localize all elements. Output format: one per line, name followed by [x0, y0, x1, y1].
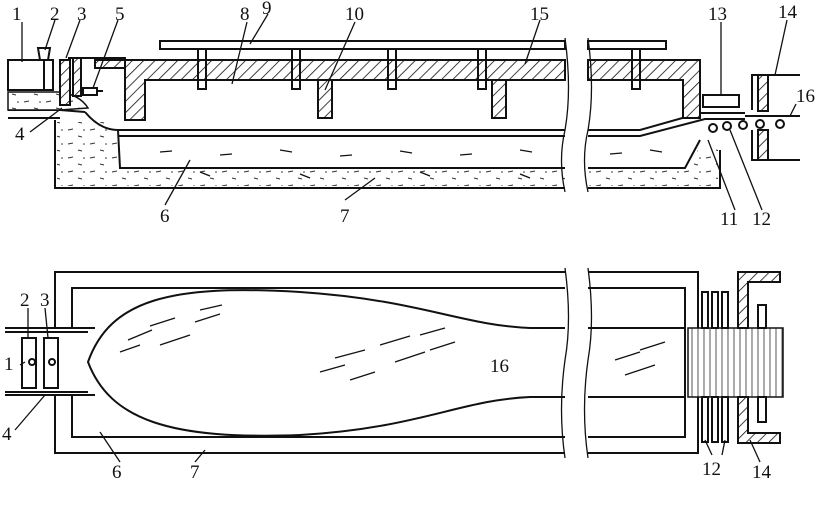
- heater-bracket: [68, 57, 126, 68]
- leader-lines-top: [21, 13, 797, 211]
- roof-right: [587, 59, 701, 119]
- bath-refractory: [57, 122, 565, 186]
- labels-top: 1 2 3 5 8 9 10 15 13 14 16 4 6 7 11 12: [12, 0, 815, 230]
- leader-lines-bottom: [14, 307, 761, 463]
- tin-texture: [159, 149, 663, 179]
- bath-refractory-right: [588, 145, 718, 186]
- label-16-bottom: 16: [490, 356, 509, 377]
- plan-view: [5, 267, 784, 463]
- plan-canal: [5, 327, 95, 396]
- roof-left: [94, 59, 566, 121]
- exit-seal: [702, 94, 740, 108]
- label-12-top: 12: [752, 209, 771, 230]
- heater-element: [82, 87, 98, 96]
- lehr-lower: [751, 130, 800, 161]
- label-14-bottom: 14: [752, 462, 772, 483]
- label-12-bottom: 12: [702, 459, 721, 480]
- label-1-bottom: 1: [4, 354, 14, 375]
- tin-bath-line: [84, 111, 701, 169]
- glass-ribbon-outline: [86, 289, 685, 437]
- exit-ribbon: [687, 327, 784, 398]
- tweel-gate: [59, 59, 71, 106]
- bath-outline-inner: [71, 287, 686, 438]
- label-3-bottom: 3: [40, 290, 50, 311]
- break-line-bottom: [560, 267, 593, 459]
- label-7-bottom: 7: [190, 462, 200, 483]
- label-15: 15: [530, 4, 549, 25]
- labels-bottom: 2 3 1 4 16 6 7 12 14: [2, 290, 772, 483]
- label-5: 5: [115, 4, 125, 25]
- lehr-wall-bottom: [757, 129, 769, 161]
- plan-block: [21, 337, 37, 389]
- glass-ribbon: [118, 112, 745, 131]
- label-8: 8: [240, 4, 250, 25]
- hangers: [197, 48, 641, 90]
- label-7-top: 7: [340, 206, 350, 227]
- label-6-top: 6: [160, 206, 170, 227]
- gate-post: [72, 57, 82, 97]
- label-6-bottom: 6: [112, 462, 122, 483]
- lehr-wall-top: [757, 74, 769, 112]
- plan-lehr-bottom: [737, 396, 781, 444]
- ribbon-texture: [119, 304, 666, 381]
- feed-canal: [7, 59, 54, 91]
- label-10: 10: [345, 4, 364, 25]
- support-beam-left: [159, 40, 566, 50]
- support-beam-right: [587, 40, 667, 50]
- lehr-upper: [751, 74, 800, 110]
- lehr-slot-bottom: [757, 396, 767, 423]
- baffle-2: [491, 79, 507, 119]
- tweel-control: [36, 47, 52, 90]
- label-16-top: 16: [796, 86, 815, 107]
- label-13: 13: [708, 4, 727, 25]
- label-1: 1: [12, 4, 22, 25]
- glass-ribbon-under: [118, 118, 745, 137]
- baffle-1: [317, 79, 333, 119]
- lift-rollers: [708, 119, 785, 133]
- label-2: 2: [50, 4, 60, 25]
- break-line-top: [560, 37, 593, 193]
- canal-lip: [8, 109, 86, 119]
- label-11: 11: [720, 209, 738, 230]
- section-view: [7, 13, 800, 211]
- plan-lehr-top: [737, 271, 781, 329]
- bath-bottom-outer: [54, 120, 721, 189]
- label-4-bottom: 4: [2, 424, 12, 445]
- label-9: 9: [262, 0, 272, 19]
- label-14: 14: [778, 2, 798, 23]
- lehr-slot-top: [757, 304, 767, 329]
- plan-rollers: [701, 291, 729, 443]
- label-2-bottom: 2: [20, 290, 30, 311]
- label-3: 3: [77, 4, 87, 25]
- plan-tweel: [43, 337, 59, 389]
- label-4-top: 4: [15, 124, 25, 145]
